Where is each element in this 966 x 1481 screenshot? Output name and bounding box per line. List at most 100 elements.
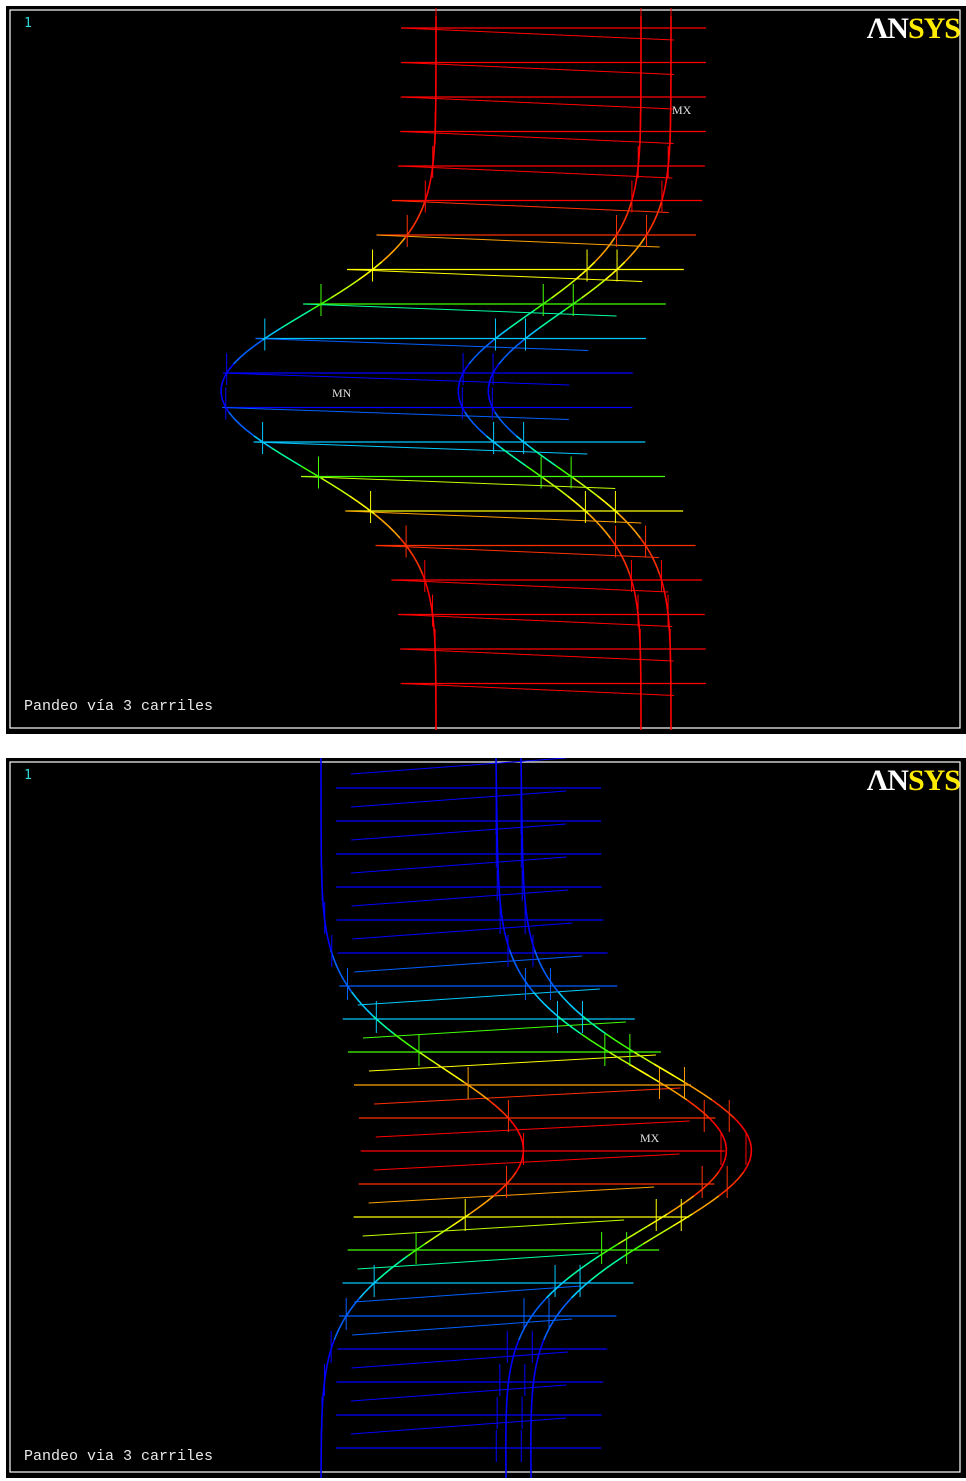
rail-segment (508, 321, 519, 329)
rail-segment (623, 1249, 634, 1257)
rail-segment (555, 309, 566, 317)
rail-segment (551, 291, 561, 299)
rail-segment (408, 225, 415, 233)
rail-segment (629, 525, 637, 533)
rail-segment (538, 453, 549, 461)
rail-segment (565, 1297, 573, 1305)
plot-title-2: Pandeo via 3 carriles (24, 1448, 214, 1465)
rail-segment (606, 1261, 616, 1269)
rail-segment (500, 913, 504, 921)
rail-segment (747, 1135, 751, 1143)
rail-segment (711, 1099, 721, 1107)
sleeper-brace (255, 338, 589, 351)
rail-segment (479, 345, 487, 353)
rail-segment (391, 1261, 400, 1269)
rail-segment (401, 1039, 411, 1047)
ansys-graphics-window-1[interactable]: 1 ΛNSYS MX MN Pandeo vía 3 carriles (6, 6, 966, 734)
rail-segment (626, 567, 631, 575)
rail-segment (621, 219, 626, 227)
rail-segment (500, 327, 510, 335)
sleeper-brace (357, 988, 600, 1006)
rail-segment (349, 279, 359, 287)
rail-segment (683, 1081, 695, 1089)
rail-segment (604, 501, 613, 509)
rail-segment (332, 955, 336, 963)
rail-segment (427, 1057, 438, 1065)
rail-segment (663, 591, 667, 599)
rail-segment (343, 979, 349, 987)
rail-segment (701, 1201, 712, 1209)
rail-segment (530, 937, 534, 945)
rail-segment (639, 537, 646, 545)
rail-segment (527, 925, 531, 933)
rail-segment (430, 603, 433, 611)
rail-segment (525, 913, 529, 921)
rail-segment (707, 1177, 715, 1185)
rail-segment (330, 483, 341, 491)
rail-segment (708, 1117, 716, 1125)
rail-segment (509, 429, 517, 437)
rail-segment (515, 435, 525, 443)
rail-segment (531, 1309, 537, 1317)
rail-segment (493, 333, 502, 341)
rail-segment (516, 1129, 522, 1137)
rail-segment (280, 321, 292, 329)
rail-segment (409, 1045, 420, 1053)
sleeper-brace (352, 1318, 573, 1336)
rail-segment (552, 985, 559, 993)
rail-segment (589, 489, 599, 497)
rail-segment (507, 1117, 515, 1125)
rail-segment (339, 489, 350, 497)
rail-segment (427, 183, 431, 191)
sleeper-brace (223, 372, 570, 386)
rail-segment (702, 1093, 713, 1101)
rail-segment (527, 1315, 533, 1323)
rail-segment (518, 1333, 523, 1341)
rail-segment (511, 955, 516, 963)
rail-segment (502, 925, 506, 933)
rail-segment (320, 477, 332, 485)
rail-segment (493, 441, 502, 449)
ansys-graphics-window-2[interactable]: 1 ΛNSYS MX Pandeo via 3 carriles (6, 758, 966, 1478)
rail-segment (408, 549, 415, 557)
sleeper-brace (350, 758, 567, 775)
rail-segment (507, 1375, 511, 1383)
rail-segment (488, 375, 493, 383)
rail-segment (570, 1291, 578, 1299)
rail-segment (451, 1219, 462, 1227)
rail-segment (685, 1195, 695, 1203)
rail-segment (629, 249, 637, 257)
rail-segment (638, 1069, 650, 1077)
rail-segment (412, 219, 418, 227)
rail-segment (651, 555, 656, 563)
rail-segment (635, 243, 641, 251)
rail-segment (488, 399, 493, 407)
rail-segment (565, 1273, 575, 1281)
rail-segment (477, 1201, 487, 1209)
rail-segment (322, 1387, 325, 1395)
rail-segment (425, 189, 430, 197)
rail-segment (556, 1309, 562, 1317)
rail-segment (540, 1297, 548, 1305)
rail-segment (366, 1009, 374, 1017)
rail-segment (503, 423, 511, 431)
rail-segment (366, 267, 375, 275)
rail-segment (618, 513, 626, 521)
rail-segment (379, 1021, 388, 1029)
rail-segment (647, 549, 653, 557)
rail-segment (373, 513, 383, 521)
sleeper-brace (357, 1252, 599, 1270)
rail-segment (550, 1009, 558, 1017)
rail-segment (746, 1159, 751, 1167)
rail-segment (597, 1027, 607, 1035)
sleeper-brace (368, 1186, 655, 1204)
rail-segment (510, 1357, 514, 1365)
rail-segment (572, 1027, 582, 1035)
rail-segment (611, 267, 620, 275)
rail-segment (581, 1261, 591, 1269)
rail-segment (220, 393, 224, 401)
rail-segment (354, 1297, 361, 1305)
rail-segment (500, 447, 510, 455)
rail-segment (419, 207, 424, 215)
rail-segment (498, 357, 505, 365)
